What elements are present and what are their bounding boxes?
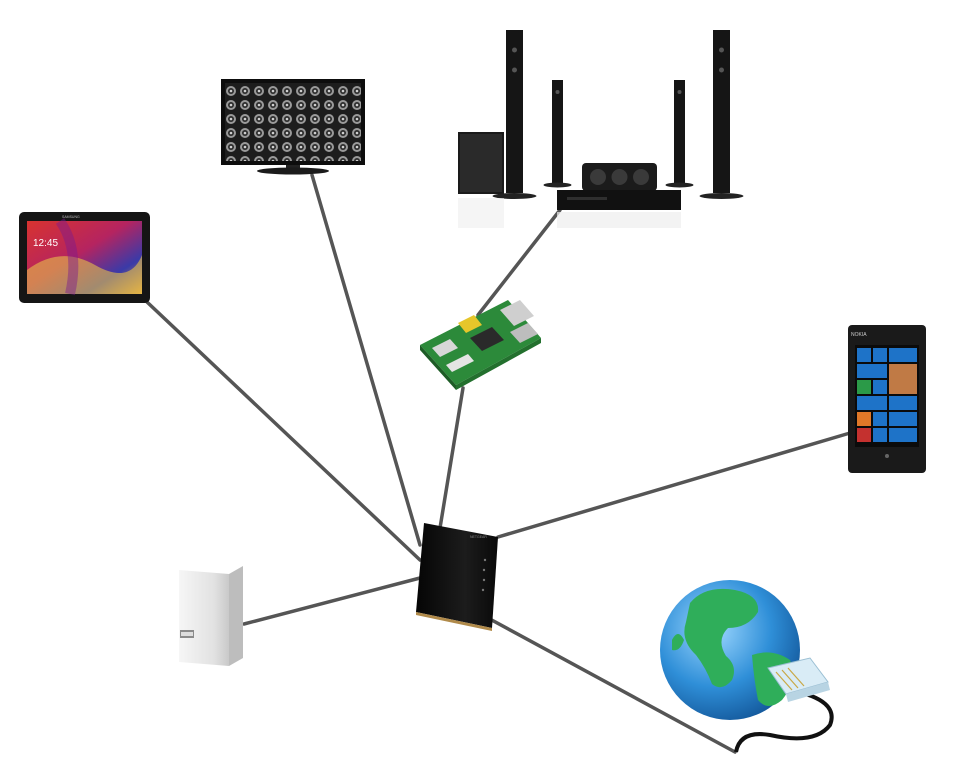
router-brand-text: NETGEAR	[470, 535, 487, 539]
home-theater-speakers-icon	[458, 30, 744, 228]
connection-line-phone	[496, 431, 852, 539]
connection-line-internet	[486, 616, 737, 754]
raspberry-pi-board-icon	[420, 300, 541, 390]
single-board-computer-device	[420, 300, 541, 390]
globe-ethernet-icon	[660, 580, 834, 753]
connection-lines	[145, 173, 852, 754]
tablet-icon	[19, 212, 150, 303]
tablet-brand-text: SAMSUNG	[62, 215, 80, 219]
connection-line-home-theater	[476, 208, 562, 317]
router-hub: NETGEAR	[416, 523, 498, 631]
router-icon	[416, 523, 498, 631]
home-theater-device	[458, 30, 744, 228]
internet-device	[660, 580, 834, 753]
network-drive-icon	[179, 562, 243, 666]
tv-device	[221, 79, 365, 175]
connection-line-tv	[310, 173, 422, 547]
tablet-device: 12:45 SAMSUNG	[19, 212, 150, 303]
smartphone-device: NOKIA	[848, 325, 926, 473]
tablet-clock-text: 12:45	[33, 238, 58, 249]
connection-line-tablet	[145, 300, 422, 562]
connection-line-board	[438, 386, 465, 530]
connection-line-storage	[242, 576, 422, 626]
windows-phone-icon	[848, 325, 926, 473]
smartphone-brand-text: NOKIA	[851, 332, 867, 338]
network-storage-device	[179, 562, 243, 666]
television-icon	[221, 79, 365, 175]
